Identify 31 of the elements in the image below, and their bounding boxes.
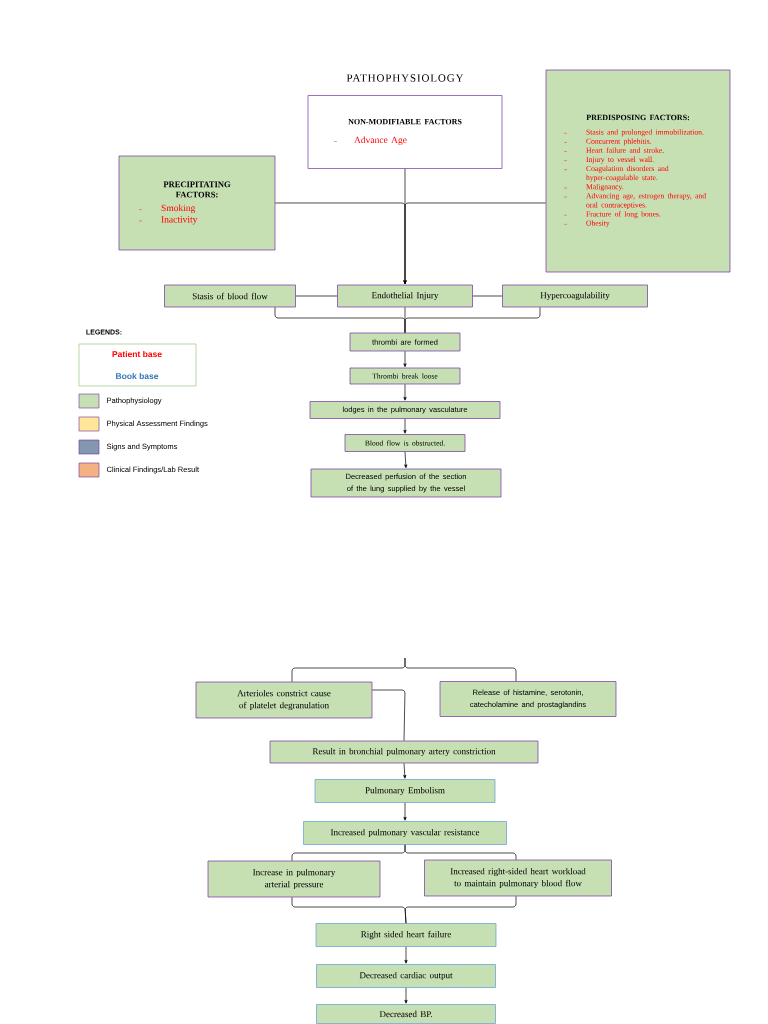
title: PATHOPHYSIOLOGY — [346, 74, 464, 82]
brace-line — [404, 844, 517, 860]
legend-text: Book base — [116, 372, 159, 380]
process-box: Stasis of blood flow — [164, 284, 296, 308]
factor-box: NON-MODIFIABLE FACTORS Advance Age — [307, 95, 503, 169]
process-box: Increase in pulmonary arterial pressure — [207, 860, 381, 898]
process-box: Decreased BP. — [316, 1004, 496, 1024]
process-box: Increased pulmonary vascular resistance — [303, 821, 507, 845]
process-box: Right sided heart failure — [315, 923, 497, 947]
arrow — [404, 987, 408, 1004]
process-box: Arterioles constrict cause of platelet degranulation — [195, 681, 373, 719]
process-box: Increased right-sided heart workload to maintain pulmonary blood flow — [424, 859, 612, 897]
arrow — [403, 418, 407, 434]
process-box: Hypercoagulability — [502, 284, 648, 308]
legend-text: Patient base — [112, 350, 162, 358]
factor-box: PRECIPITATING FACTORS: Smoking Inactivity — [118, 155, 276, 251]
arrow — [403, 384, 407, 401]
arrow — [403, 802, 407, 821]
process-box: Pulmonary Embolism — [314, 779, 496, 803]
connector-line — [472, 295, 503, 297]
connector-line — [372, 689, 406, 741]
arrow — [403, 351, 407, 368]
arrow — [404, 451, 408, 469]
brace-line — [404, 657, 517, 682]
process-box: Result in bronchial pulmonary artery constriction — [269, 740, 539, 764]
process-box: Endothelial Injury — [337, 284, 473, 308]
process-box: Decreased cardiac output — [316, 964, 496, 988]
arrow — [403, 202, 546, 285]
arrow — [404, 946, 408, 964]
arrow — [403, 763, 407, 779]
connector-line — [295, 295, 338, 297]
